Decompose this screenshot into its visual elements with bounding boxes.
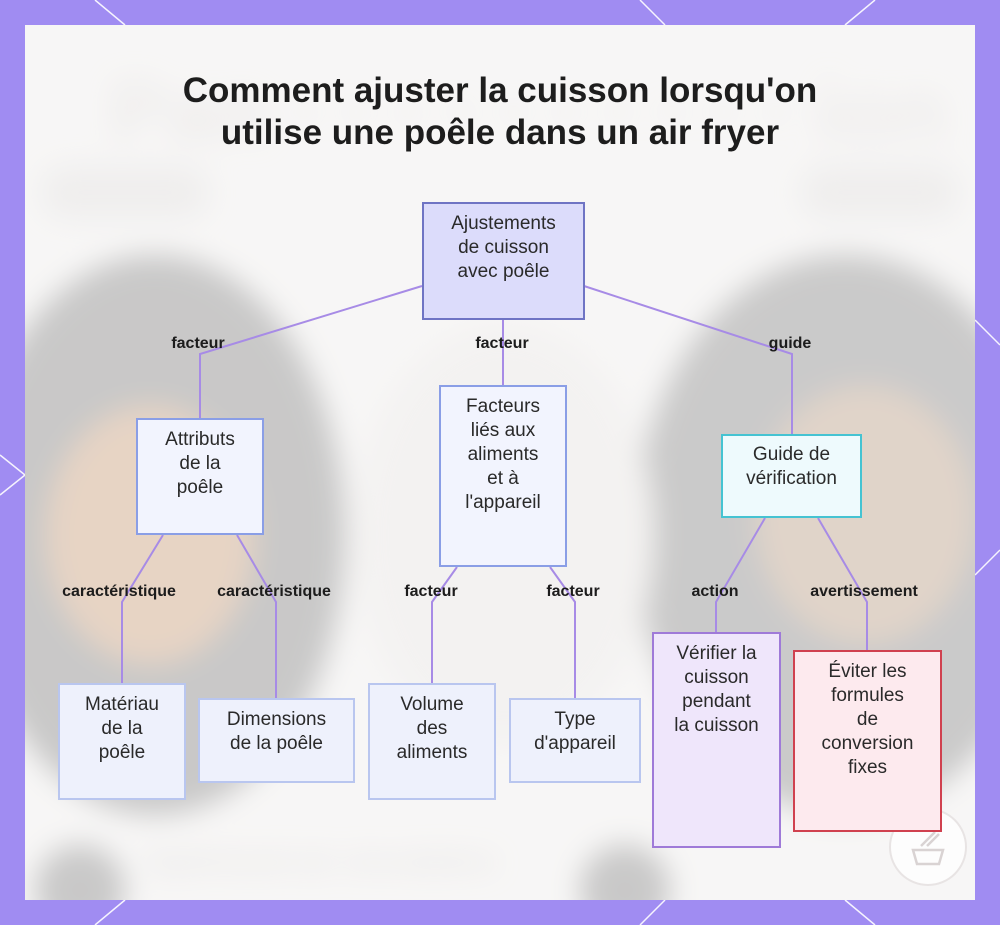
edge-label-facteur-volume: facteur (404, 583, 458, 600)
edge-facteurs-type (549, 566, 576, 698)
node-facteurs-aliments-appareil: Facteurs liés aux aliments et à l'appare… (439, 385, 567, 567)
edge-label-caracteristique-1: caractéristique (62, 583, 176, 600)
node-eviter-formules-conversion: Éviter les formules de conversion fixes (793, 650, 942, 832)
edge-facteurs-volume (431, 566, 458, 683)
node-type-d-appareil: Type d'appareil (509, 698, 641, 783)
node-verifier-la-cuisson: Vérifier la cuisson pendant la cuisson (652, 632, 781, 848)
node-guide-de-verification: Guide de vérification (721, 434, 862, 518)
edge-label-avertissement: avertissement (810, 583, 918, 600)
node-ajustements-de-cuisson: Ajustements de cuisson avec poêle (422, 202, 585, 320)
edge-root-attributs (199, 285, 423, 418)
edge-label-facteur-center: facteur (475, 335, 529, 352)
diagram-title: Comment ajuster la cuisson lorsqu'on uti… (0, 70, 1000, 154)
node-dimensions-de-la-poele: Dimensions de la poêle (198, 698, 355, 783)
edge-label-caracteristique-2: caractéristique (217, 583, 331, 600)
title-line-1: Comment ajuster la cuisson lorsqu'on (182, 71, 818, 110)
edge-label-facteur-type: facteur (546, 583, 600, 600)
node-volume-des-aliments: Volume des aliments (368, 683, 496, 800)
edge-attributs-dimensions (236, 534, 277, 698)
edge-guide-eviter (817, 517, 868, 650)
edge-label-action: action (691, 583, 739, 600)
edge-label-facteur-left: facteur (171, 335, 225, 352)
title-line-2: utilise une poêle dans un air fryer (220, 113, 780, 152)
node-attributs-de-la-poele: Attributs de la poêle (136, 418, 264, 535)
edge-attributs-materiau (121, 534, 164, 683)
edge-root-guide (583, 285, 793, 434)
edge-label-guide: guide (768, 335, 812, 352)
node-materiau-de-la-poele: Matériau de la poêle (58, 683, 186, 800)
edge-guide-verifier (715, 517, 766, 632)
